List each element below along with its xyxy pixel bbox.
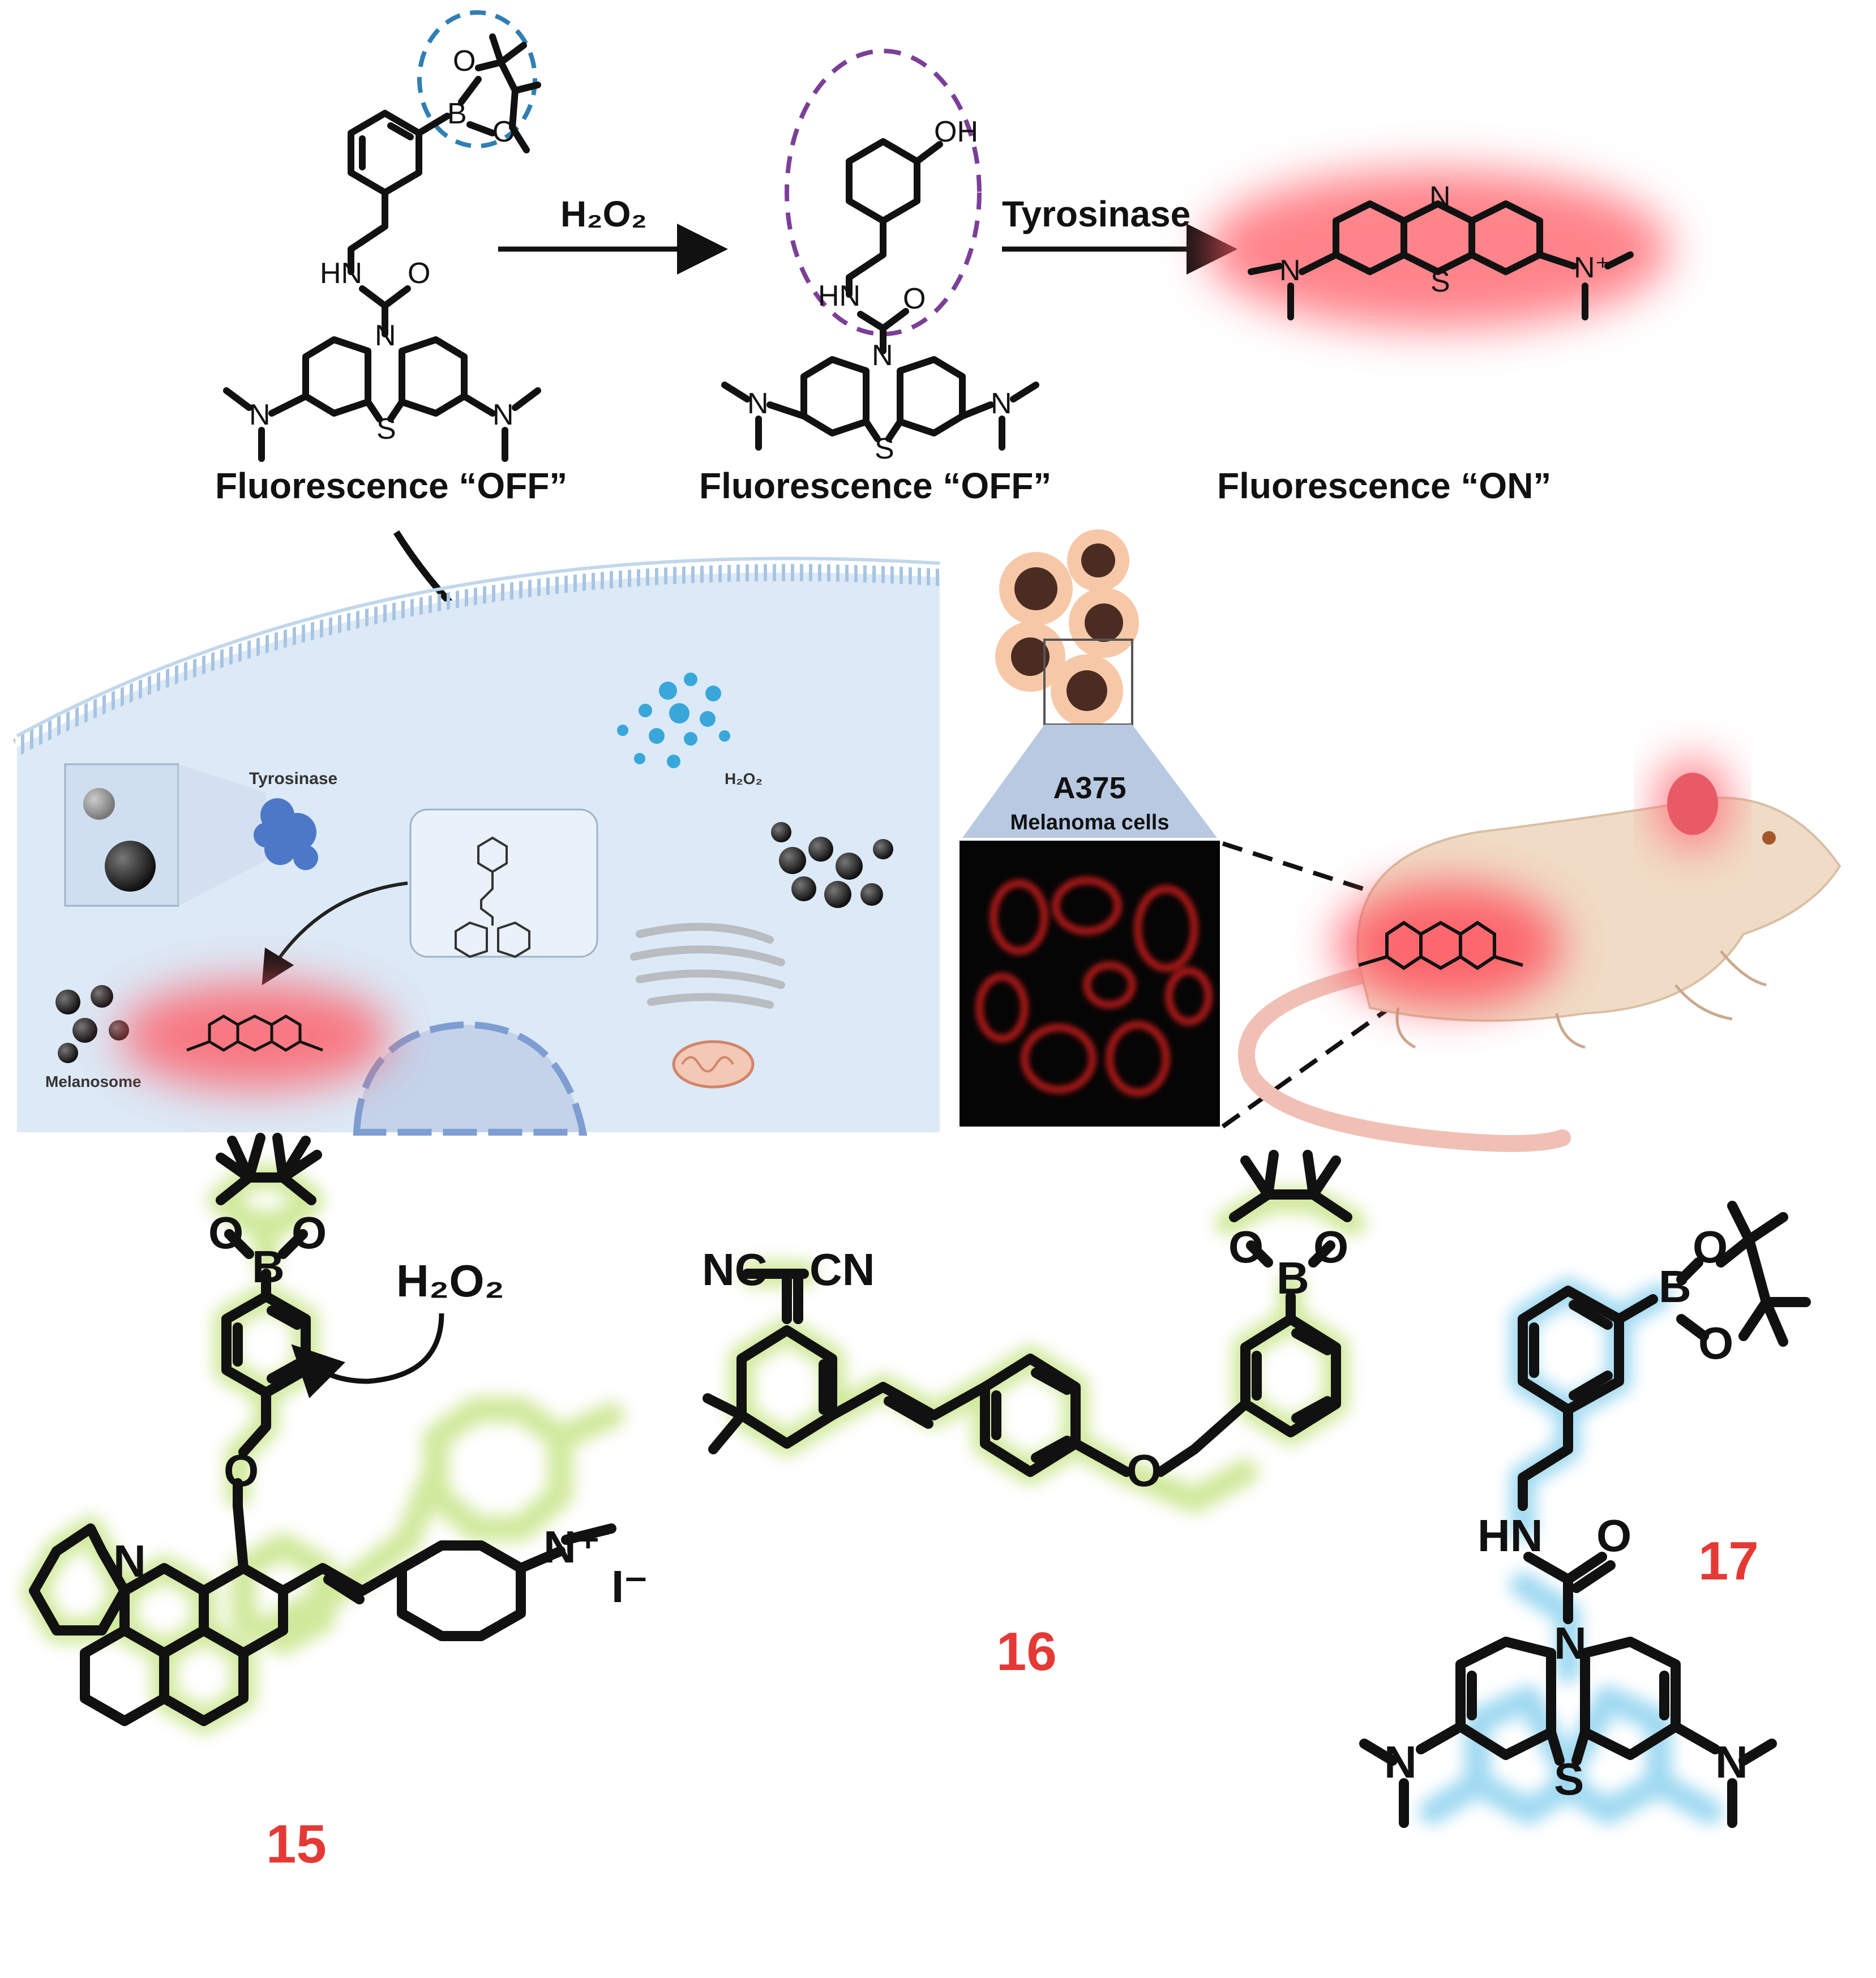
- microscopy-panel: A375 Melanoma cells: [960, 529, 1440, 1129]
- reagent-tyrosinase: Tyrosinase: [1002, 194, 1190, 234]
- nme2-left-1: N: [249, 399, 271, 431]
- nh-atom-2: HN: [818, 280, 860, 312]
- h2o2-dots: [617, 673, 730, 768]
- probe-inset-box: [409, 808, 598, 958]
- c16-nitrile-left: NC: [702, 1244, 768, 1295]
- c15-iodide: I⁻: [611, 1561, 648, 1612]
- cell-illustration: H₂O₂ Tyrosinase: [12, 556, 940, 1136]
- fluorescence-image: [960, 841, 1220, 1127]
- cell-culture-illustration: [995, 529, 1139, 727]
- golgi-apparatus: [630, 923, 785, 1009]
- c16-oxygen-left: O: [1228, 1222, 1263, 1272]
- state-label-1: Fluorescence “OFF”: [215, 465, 567, 506]
- c17-ring-n: N: [1554, 1618, 1587, 1668]
- hydroxyl-group: OH: [934, 115, 978, 148]
- c15-pyridinium-n: N⁺: [543, 1522, 600, 1572]
- mouse-tail: [1237, 965, 1571, 1152]
- phenol-highlight-ellipse: [785, 49, 982, 336]
- c15-h2o2: H₂O₂: [396, 1256, 504, 1306]
- c17-boron: B: [1659, 1261, 1691, 1312]
- oxygen-atom-1: O: [453, 45, 476, 78]
- c17-carbonyl-o: O: [1596, 1510, 1631, 1561]
- phenol-intermediate: OH HN O N S N N: [721, 49, 1039, 465]
- state-label-3: Fluorescence “ON”: [1217, 465, 1551, 506]
- probe-molecule: B O O HN O N S N: [223, 10, 541, 462]
- compound-17: B O O HN O N S N N 17: [1359, 1201, 1811, 1828]
- nme2-left-2: N: [747, 387, 769, 420]
- tyrosinase-enzyme-icon: [254, 798, 318, 870]
- cell-methylene-blue: [186, 1014, 323, 1052]
- methylene-blue-product: N S N N⁺: [1206, 170, 1670, 328]
- compound-label-16: 16: [996, 1621, 1057, 1682]
- fluorescent-cells: [976, 877, 1211, 1095]
- nme2-plus: N⁺: [1574, 251, 1611, 284]
- c17-nme2-left: N: [1384, 1737, 1417, 1787]
- sulfur-atom-2: S: [875, 433, 894, 465]
- compound-label-17: 17: [1698, 1531, 1759, 1591]
- c15-quinoline-n: N: [113, 1536, 146, 1586]
- compound-15: O O B O N N⁺ I⁻ H₂O₂ 15: [21, 1133, 648, 1874]
- nh-atom-1: HN: [320, 257, 362, 290]
- c17-nh: HN: [1477, 1510, 1543, 1561]
- c17-nme2-right: N: [1715, 1737, 1748, 1787]
- c16-ether-oxygen: O: [1127, 1445, 1162, 1496]
- c15-oxygen-left: O: [208, 1208, 243, 1258]
- mouse-tumor-methylene-blue: [1358, 921, 1523, 970]
- tyrosinase-label: Tyrosinase: [249, 769, 337, 788]
- c15-ether-oxygen: O: [224, 1445, 259, 1496]
- melanosome-cluster-right: [771, 822, 893, 908]
- ring-nitrogen-1: N: [375, 319, 396, 352]
- c16-boron: B: [1277, 1253, 1309, 1303]
- zoom-trapezoid: [962, 725, 1217, 838]
- melanosome-label: Melanosome: [45, 1073, 142, 1090]
- sulfur-atom-1: S: [376, 413, 396, 446]
- mouse-illustration: [1237, 759, 1841, 1152]
- c16-nitrile-right: CN: [809, 1244, 875, 1295]
- sulfur-atom-3: S: [1430, 266, 1450, 298]
- cell-membrane: [12, 564, 940, 755]
- mouse-eye: [1762, 831, 1776, 845]
- carbonyl-oxygen-2: O: [903, 282, 926, 315]
- c17-oxygen-top: O: [1693, 1222, 1728, 1272]
- microscopy-title: A375: [1053, 771, 1126, 805]
- microscopy-subtitle: Melanoma cells: [1010, 811, 1170, 834]
- c15-boron: B: [252, 1241, 285, 1292]
- nme2-right-2: N: [991, 387, 1012, 420]
- c17-sulfur: S: [1554, 1754, 1584, 1804]
- reagent-h2o2: H₂O₂: [560, 194, 647, 234]
- ring-nitrogen-3: N: [1429, 181, 1451, 213]
- c17-oxygen-bottom: O: [1698, 1318, 1733, 1368]
- compound-label-15: 15: [266, 1814, 327, 1874]
- reaction-scheme: B O O HN O N S N: [215, 10, 1670, 713]
- nucleus: [353, 1021, 588, 1136]
- compound-16: NC CN O B O O 16: [702, 1150, 1366, 1682]
- c15-attack-arrow: [291, 1313, 444, 1399]
- nme2-left-3: N: [1279, 254, 1301, 287]
- state-label-2: Fluorescence “OFF”: [699, 465, 1051, 506]
- inset-arrow: [262, 881, 408, 986]
- c16-oxygen-right: O: [1313, 1222, 1348, 1272]
- mitochondrion: [672, 1040, 755, 1089]
- cell-h2o2-label: H₂O₂: [725, 770, 763, 787]
- carbonyl-oxygen-1: O: [408, 257, 430, 290]
- c15-oxygen-right: O: [292, 1208, 327, 1258]
- boronate-highlight-ellipse: [417, 10, 537, 148]
- ring-nitrogen-2: N: [872, 339, 893, 372]
- nme2-right-1: N: [492, 399, 514, 431]
